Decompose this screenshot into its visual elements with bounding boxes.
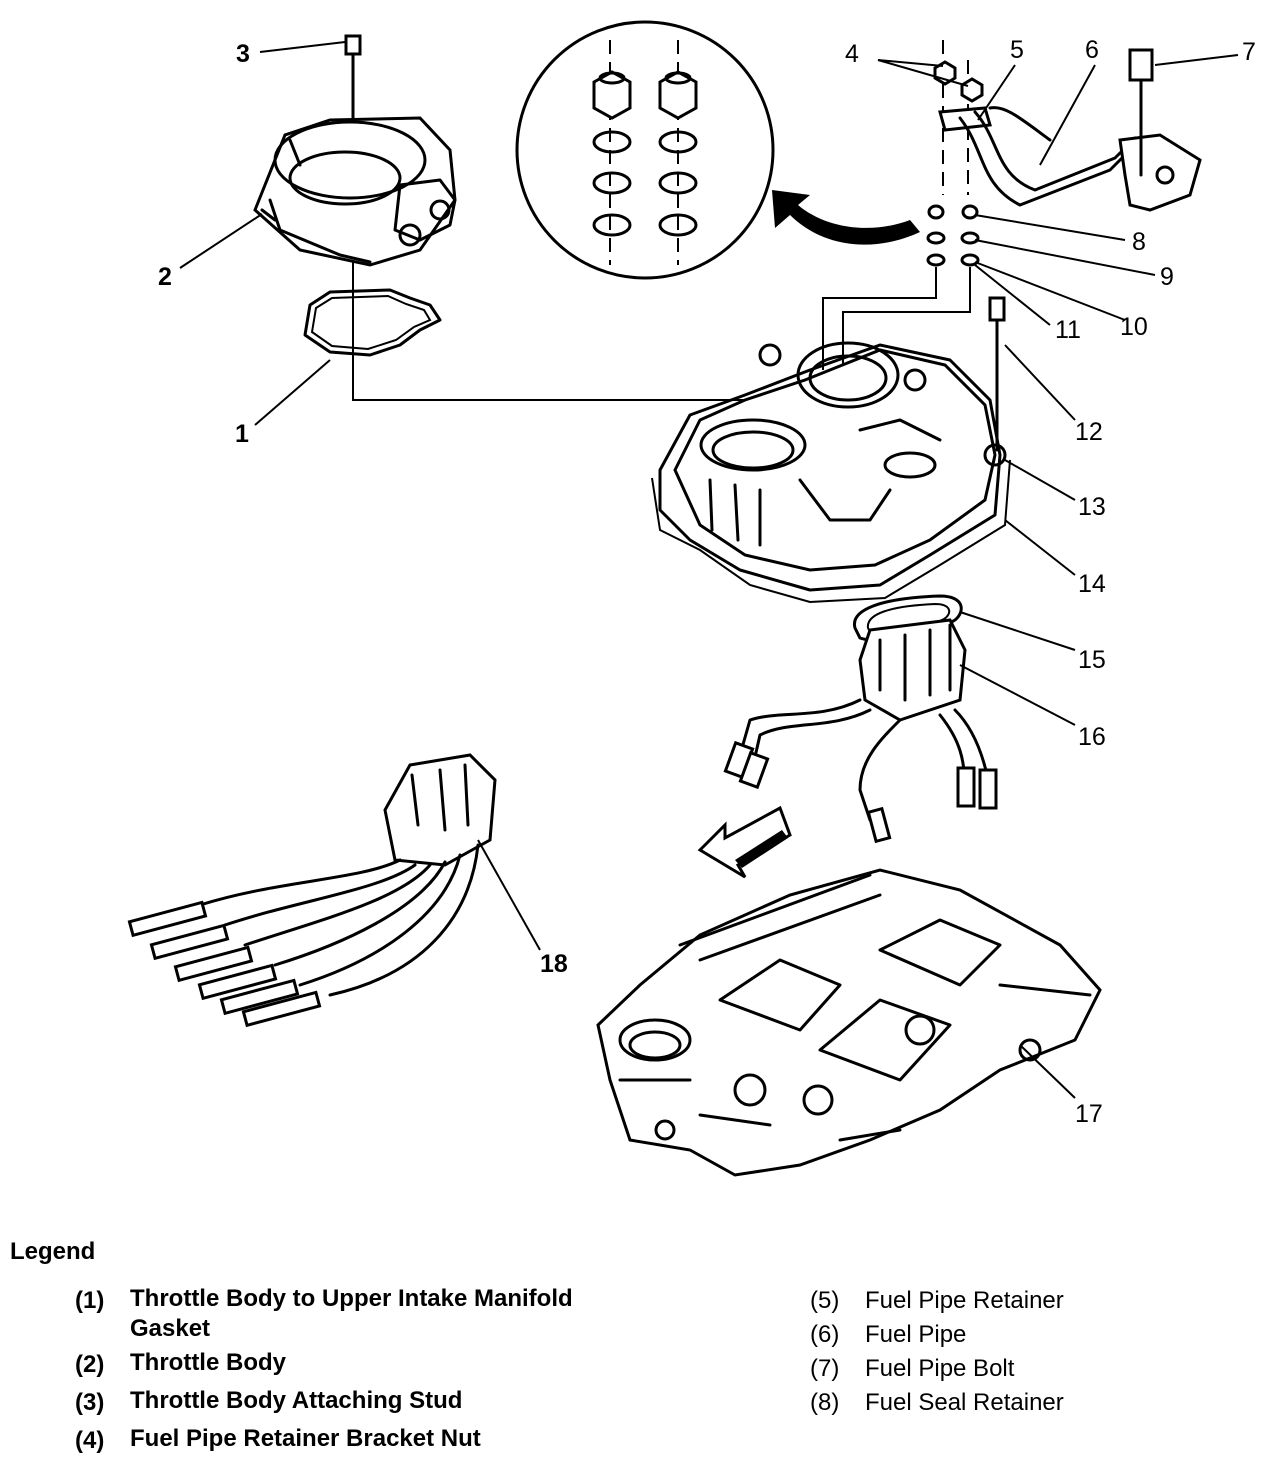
legend-item-text: Fuel Pipe Retainer Bracket Nut (130, 1425, 481, 1452)
throttle-body-gasket (303, 288, 442, 357)
callout-9: 9 (1160, 263, 1174, 291)
legend-title: Legend (10, 1238, 96, 1265)
legend-item-text: Throttle Body to Upper Intake Manifold G… (130, 1285, 573, 1342)
detail-arrow (772, 190, 920, 245)
legend-item: (8) Fuel Seal Retainer (810, 1386, 1270, 1420)
callout-2: 2 (158, 263, 172, 291)
lower-intake-manifold (596, 868, 1102, 1177)
injector-harness (127, 753, 497, 1028)
seal-detail-circle (515, 20, 775, 280)
callout-13: 13 (1078, 493, 1106, 521)
fuel-pipe-assembly (822, 40, 1202, 370)
legend-item: (1) Throttle Body to Upper Intake Manifo… (75, 1284, 715, 1344)
callout-3: 3 (236, 40, 250, 68)
exploded-view-diagram: 1 2 3 4 5 6 7 8 9 10 11 12 13 14 15 16 1… (127, 20, 1256, 1177)
leader-lines (179, 41, 1239, 1099)
manifold-stud (988, 296, 1006, 452)
legend-item-number: (7) (810, 1355, 840, 1382)
legend-item-number: (3) (75, 1389, 105, 1416)
throttle-body (253, 116, 457, 267)
callout-18: 18 (540, 950, 568, 978)
legend-item-number: (4) (75, 1427, 105, 1454)
callout-15: 15 (1078, 646, 1106, 674)
callout-10: 10 (1120, 313, 1148, 341)
callout-17: 17 (1075, 1100, 1103, 1128)
callout-12: 12 (1075, 418, 1103, 446)
legend-item-text: Throttle Body Attaching Stud (130, 1387, 463, 1414)
legend-item: (3) Throttle Body Attaching Stud (75, 1386, 715, 1420)
callout-labels: 1 2 3 4 5 6 7 8 9 10 11 12 13 14 15 16 1… (158, 36, 1256, 1128)
legend-item-text: Fuel Pipe Bolt (865, 1355, 1015, 1382)
legend-item-text: Throttle Body (130, 1349, 286, 1376)
legend-item-number: (8) (810, 1389, 840, 1416)
legend-item-text: Fuel Pipe (865, 1321, 967, 1348)
legend-item: (7) Fuel Pipe Bolt (810, 1352, 1270, 1386)
callout-16: 16 (1078, 723, 1106, 751)
legend-item-number: (1) (75, 1287, 105, 1314)
legend-column-left: (1) Throttle Body to Upper Intake Manifo… (75, 1284, 715, 1462)
callout-7: 7 (1242, 38, 1256, 66)
legend-item-number: (2) (75, 1351, 105, 1378)
legend-item: (5) Fuel Pipe Retainer (810, 1284, 1270, 1318)
legend-column-right: (5) Fuel Pipe Retainer (6) Fuel Pipe (7)… (810, 1284, 1270, 1420)
injector-assembly (723, 618, 998, 844)
legend: Legend (1) Throttle Body to Upper Intake… (0, 1232, 1280, 1462)
callout-4: 4 (845, 40, 859, 68)
callout-8: 8 (1132, 228, 1146, 256)
legend-item: (4) Fuel Pipe Retainer Bracket Nut (75, 1424, 715, 1458)
upper-intake-manifold (651, 341, 1011, 604)
callout-1: 1 (235, 420, 249, 448)
legend-item-number: (6) (810, 1321, 840, 1348)
legend-item-number: (5) (810, 1287, 840, 1314)
callout-14: 14 (1078, 570, 1106, 598)
legend-item: (2) Throttle Body (75, 1348, 715, 1382)
callout-6: 6 (1085, 36, 1099, 64)
callout-5: 5 (1010, 36, 1024, 64)
callout-11: 11 (1055, 316, 1081, 344)
legend-item-text: Fuel Pipe Retainer (865, 1287, 1064, 1314)
legend-item: (6) Fuel Pipe (810, 1318, 1270, 1352)
legend-item-text: Fuel Seal Retainer (865, 1389, 1064, 1416)
direction-arrow (697, 805, 792, 879)
